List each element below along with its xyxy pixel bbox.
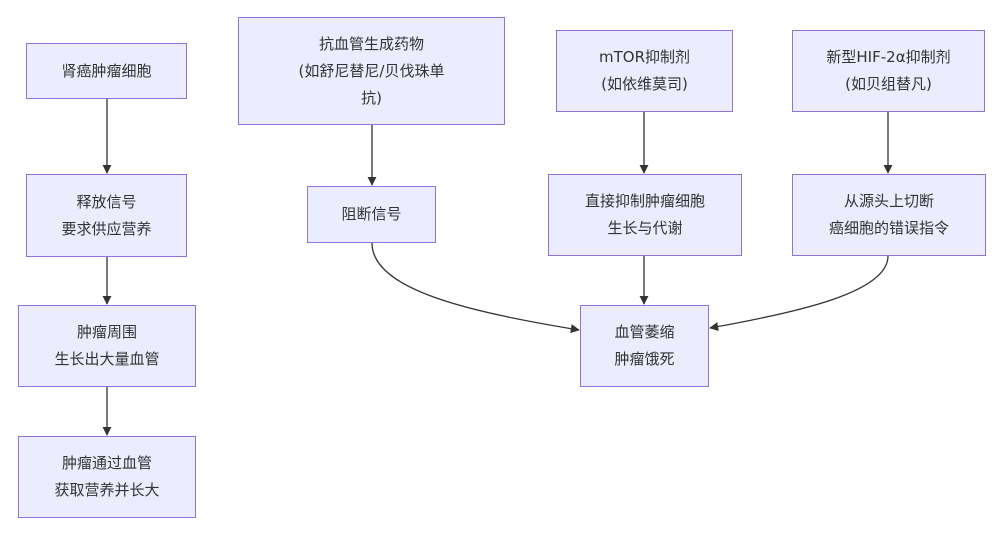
node-text-line: 从源头上切断 — [843, 192, 934, 210]
node-text-line: 抗血管生成药物 — [318, 34, 424, 53]
node-text-line: 要求供应营养 — [61, 219, 152, 238]
node-release-signal: 释放信号要求供应营养 — [26, 174, 187, 257]
node-tumor-nutrition: 肿瘤通过血管获取营养并长大 — [18, 436, 196, 518]
node-text-line: (如贝组替凡) — [845, 75, 932, 93]
node-text-line: 肾癌肿瘤细胞 — [61, 61, 152, 80]
node-direct-inhibit: 直接抑制肿瘤细胞生长与代谢 — [548, 174, 742, 256]
node-mtor-inhibitor: mTOR抑制剂 (如依维莫司) — [556, 30, 733, 112]
node-text-line: 获取营养并长大 — [54, 481, 160, 499]
node-text-line: 抗) — [361, 88, 382, 107]
node-block-signal: 阻断信号 — [307, 186, 436, 243]
edge-block-signal-to-vessel-atrophy — [371, 242, 580, 334]
node-text-line: (如依维莫司) — [601, 75, 688, 93]
node-text-line: 阻断信号 — [341, 205, 402, 223]
node-text-line: 新型HIF-2α抑制剂 — [826, 48, 951, 66]
node-text-line: 肿瘤周围 — [76, 323, 137, 341]
node-vessel-growth: 肿瘤周围生长出大量血管 — [18, 305, 196, 387]
node-text-line: 肿瘤通过血管 — [61, 454, 152, 472]
node-hif2a-inhibitor: 新型HIF-2α抑制剂 (如贝组替凡) — [792, 30, 985, 112]
node-vessel-atrophy: 血管萎缩肿瘤饿死 — [580, 305, 709, 387]
node-kidney-cancer-cell: 肾癌肿瘤细胞 — [26, 43, 187, 99]
node-text-line: 肿瘤饿死 — [614, 350, 675, 368]
node-text-line: 释放信号 — [76, 192, 137, 211]
node-antiangiogenic-drug: 抗血管生成药物 (如舒尼替尼/贝伐珠单抗) — [238, 17, 505, 125]
node-text-line: 生长与代谢 — [607, 219, 683, 237]
node-text-line: 癌细胞的错误指令 — [828, 219, 949, 237]
node-text-line: mTOR抑制剂 — [598, 48, 690, 66]
node-text-line: 生长出大量血管 — [54, 350, 160, 368]
edge-cut-instruction-to-vessel-atrophy — [709, 255, 889, 332]
node-text-line: 直接抑制肿瘤细胞 — [584, 192, 705, 210]
node-cut-error-instruction: 从源头上切断癌细胞的错误指令 — [792, 174, 986, 256]
node-text-line: (如舒尼替尼/贝伐珠单 — [298, 61, 445, 80]
node-text-line: 血管萎缩 — [614, 323, 675, 341]
